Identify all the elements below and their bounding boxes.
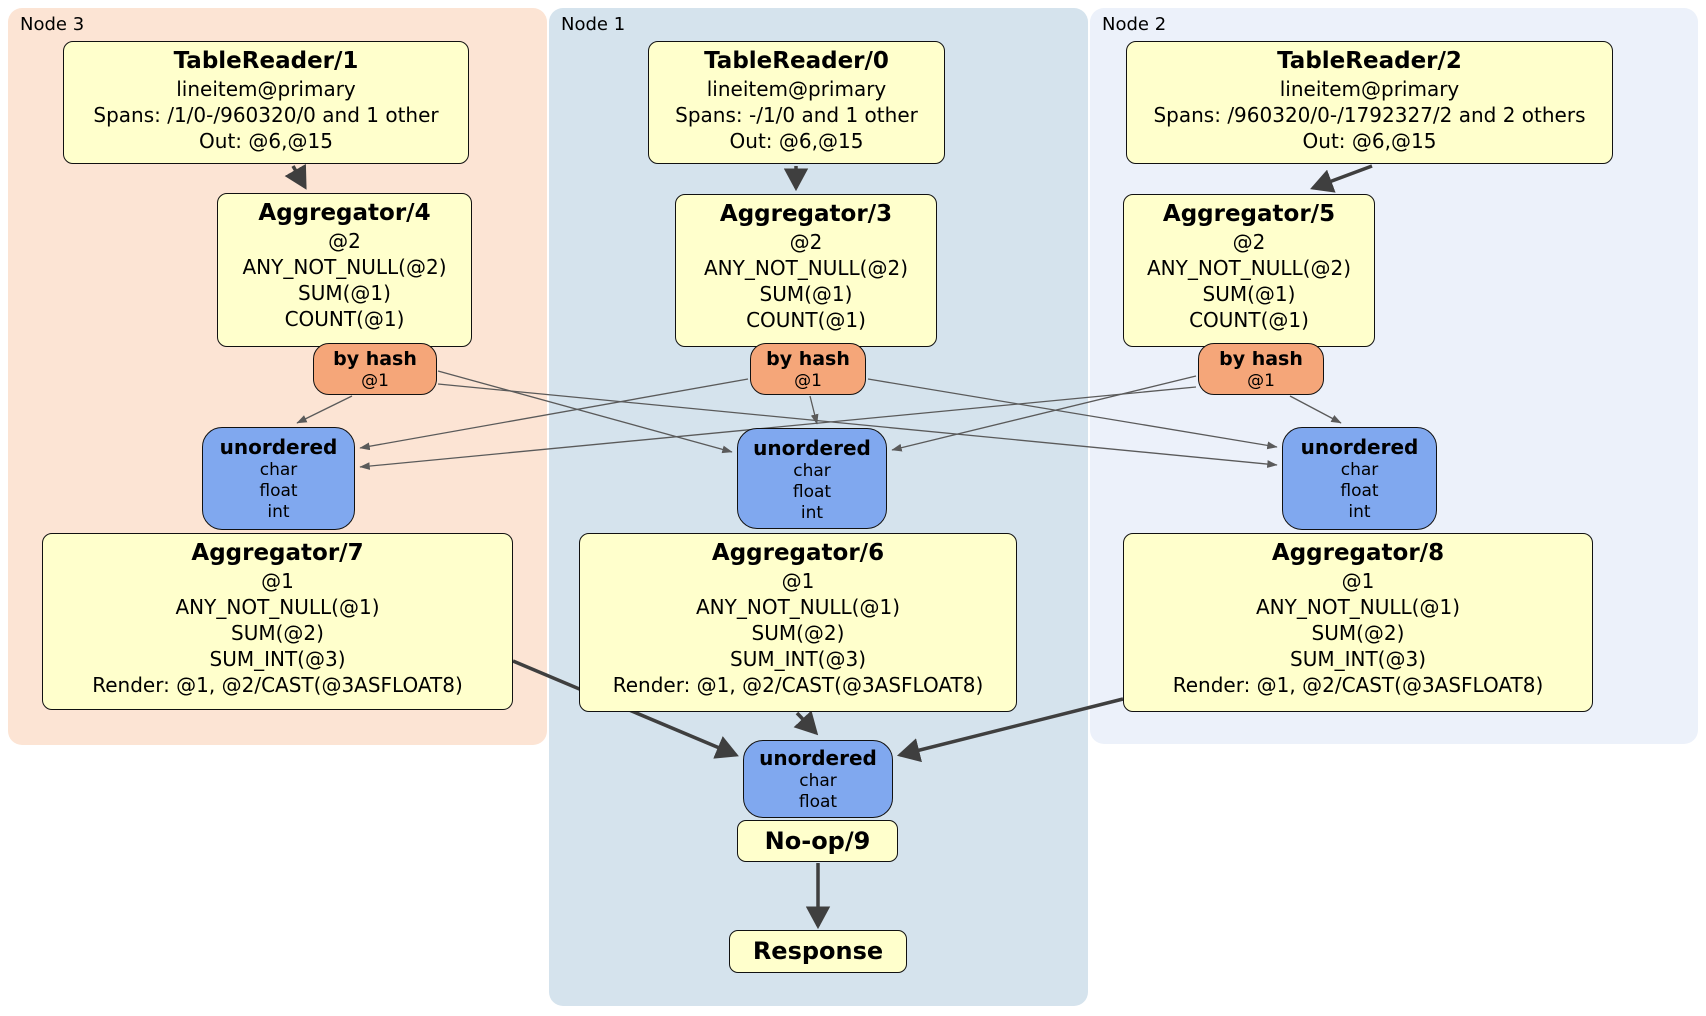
node-3-label: Node 3 xyxy=(20,14,85,35)
processor-title: Aggregator/6 xyxy=(711,540,885,566)
processor-aggregator-4: Aggregator/4 @2 ANY_NOT_NULL(@2) SUM(@1)… xyxy=(217,193,472,347)
processor-title: TableReader/1 xyxy=(173,48,359,74)
response-node: Response xyxy=(729,930,907,973)
sync-title: unordered xyxy=(759,746,877,770)
edge-hash1-to-un1 xyxy=(809,395,819,425)
edge-hash3-to-un1 xyxy=(437,370,733,454)
processor-aggregator-6: Aggregator/6 @1 ANY_NOT_NULL(@1) SUM(@2)… xyxy=(579,533,1017,712)
edge-hash1-to-un3 xyxy=(359,378,749,451)
processor-title: TableReader/2 xyxy=(1277,48,1462,74)
router-title: by hash xyxy=(766,348,850,370)
sync-title: unordered xyxy=(1300,435,1419,459)
edge-tr2-to-agg5 xyxy=(1310,164,1373,193)
sync-title: unordered xyxy=(219,435,338,459)
router-by-hash-node1: by hash @1 xyxy=(750,343,866,395)
edge-hash1-to-un2 xyxy=(867,378,1278,450)
edge-agg6-to-unfinal xyxy=(793,710,819,736)
edge-tr1-to-agg4 xyxy=(284,163,307,190)
edge-hash2-to-un3 xyxy=(359,386,1197,470)
sync-title: unordered xyxy=(753,436,871,460)
node-1-label: Node 1 xyxy=(561,14,626,35)
processor-title: TableReader/0 xyxy=(704,48,889,74)
router-by-hash-node2: by hash @1 xyxy=(1198,343,1324,395)
processor-tablereader-1: TableReader/1 lineitem@primary Spans: /1… xyxy=(63,41,469,164)
router-title: by hash xyxy=(333,348,417,370)
processor-title: Aggregator/5 xyxy=(1162,201,1336,227)
processor-tablereader-2: TableReader/2 lineitem@primary Spans: /9… xyxy=(1126,41,1613,164)
processor-aggregator-5: Aggregator/5 @2 ANY_NOT_NULL(@2) SUM(@1)… xyxy=(1123,194,1375,347)
sync-unordered-node3: unordered char float int xyxy=(202,427,355,530)
edge-hash3-to-un3 xyxy=(296,395,353,424)
router-by-hash-node3: by hash @1 xyxy=(313,343,437,395)
processor-title: Aggregator/8 xyxy=(1271,540,1445,566)
edge-agg8-to-unfinal xyxy=(896,697,1124,763)
sync-unordered-node1: unordered char float int xyxy=(737,428,887,529)
edge-hash2-to-un1 xyxy=(891,375,1197,452)
processor-tablereader-0: TableReader/0 lineitem@primary Spans: -/… xyxy=(648,41,945,164)
processor-aggregator-8: Aggregator/8 @1 ANY_NOT_NULL(@1) SUM(@2)… xyxy=(1123,533,1593,712)
edge-hash3-to-un2 xyxy=(437,383,1278,468)
processor-aggregator-3: Aggregator/3 @2 ANY_NOT_NULL(@2) SUM(@1)… xyxy=(675,194,937,347)
processor-aggregator-7: Aggregator/7 @1 ANY_NOT_NULL(@1) SUM(@2)… xyxy=(42,533,513,710)
processor-title: Aggregator/3 xyxy=(719,201,893,227)
node-2-label: Node 2 xyxy=(1102,14,1167,35)
sync-unordered-node2: unordered char float int xyxy=(1282,427,1437,530)
processor-title: Aggregator/4 xyxy=(258,200,431,226)
sync-unordered-final: unordered char float xyxy=(743,740,893,818)
router-title: by hash xyxy=(1219,348,1303,370)
processor-noop-9: No-op/9 xyxy=(737,820,898,862)
processor-title: Aggregator/7 xyxy=(191,540,364,566)
edge-hash2-to-un2 xyxy=(1289,395,1342,424)
